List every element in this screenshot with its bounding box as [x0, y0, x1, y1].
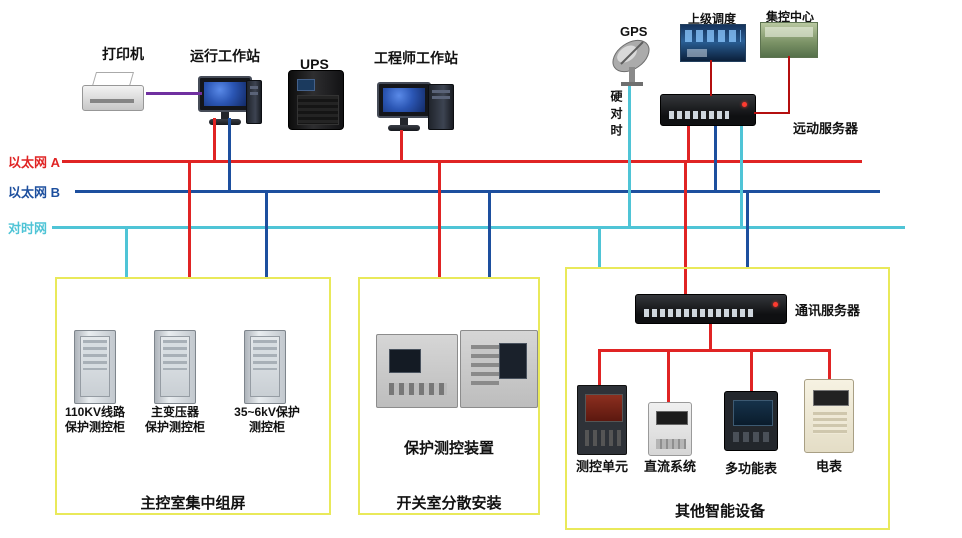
gps-dish-icon — [612, 39, 650, 86]
link-operator-ws-eth-b — [228, 118, 231, 193]
monitor-screen — [204, 82, 246, 106]
link-gps-time-net — [628, 86, 631, 229]
control-center-photo — [760, 22, 818, 58]
energy-meter-icon — [804, 379, 854, 453]
printer-icon — [82, 70, 144, 114]
cabinet-110kv-icon — [74, 330, 116, 404]
measure-control-unit-label: 测控单元 — [575, 459, 628, 474]
printer-body — [82, 85, 144, 111]
middle-group-title: 开关室分散安装 — [396, 495, 502, 512]
dc-system-label: 直流系统 — [643, 459, 696, 474]
comm-server-ports — [644, 309, 754, 317]
link-rtu-server-time-net — [740, 126, 743, 229]
cabinet-label-line: 保护测控柜 — [144, 420, 205, 434]
comm-server-icon — [635, 294, 787, 324]
cabinet-slots — [163, 340, 187, 370]
drop-right-group-eth-b — [746, 193, 749, 268]
cabinet-transformer-label: 主变压器 保护测控柜 — [129, 405, 221, 435]
drop-right-group-eth-a — [684, 163, 687, 294]
tree-drop-mcu — [598, 349, 601, 385]
other-smart-devices-group-box — [565, 267, 890, 530]
ethernet-b-bus-line — [75, 190, 880, 193]
cabinet-label-line: 35~6kV保护 — [234, 405, 300, 419]
gps-label: GPS — [620, 24, 648, 39]
comm-server-led — [773, 302, 778, 307]
time-net-bus-line — [52, 226, 905, 229]
rtu-server-led — [742, 102, 747, 107]
ethernet-a-bus-line — [62, 160, 862, 163]
time-net-label: 对时网 — [8, 221, 48, 236]
printer-paper — [91, 72, 135, 86]
cabinet-label-line: 主变压器 — [150, 405, 199, 419]
monitor-neck — [221, 112, 229, 119]
cabinet-label-line: 保护测控柜 — [64, 420, 125, 434]
cabinet-transformer-icon — [154, 330, 196, 404]
rtu-server-ports — [669, 111, 729, 119]
monitor-neck — [400, 118, 408, 125]
link-engineer-ws-eth-a — [400, 130, 403, 163]
ethernet-a-label: 以太网 A — [8, 155, 61, 170]
monitor-screen — [383, 88, 425, 112]
rtu-server-icon — [660, 94, 756, 126]
control-center-label: 集控中心 — [766, 10, 815, 24]
link-dispatch-rtu-server — [710, 60, 712, 96]
drop-right-group-time-net — [598, 229, 601, 268]
dc-system-icon — [648, 402, 692, 456]
protection-device-icon — [460, 330, 538, 408]
drop-middle-group-eth-b — [488, 193, 491, 278]
ups-icon — [288, 70, 344, 130]
tree-comm-server-down — [709, 324, 712, 351]
measure-control-unit-icon — [577, 385, 627, 455]
engineer-workstation-label: 工程师工作站 — [374, 50, 458, 66]
drop-left-group-eth-a — [188, 163, 191, 278]
protection-device-icon — [376, 334, 458, 408]
cabinet-110kv-label: 110KV线路 保护测控柜 — [49, 405, 141, 435]
tree-horizontal — [598, 349, 831, 352]
comm-server-label: 通讯服务器 — [795, 303, 861, 318]
energy-meter-label: 电表 — [815, 459, 842, 474]
tree-drop-dc-system — [667, 349, 670, 402]
drop-left-group-time-net — [125, 229, 128, 278]
link-printer-to-operator-ws — [146, 92, 202, 95]
operator-workstation-label: 运行工作站 — [190, 48, 260, 64]
left-group-title: 主控室集中组屏 — [140, 495, 246, 512]
dispatch-photo — [680, 24, 746, 62]
right-group-title: 其他智能设备 — [674, 503, 765, 520]
drop-left-group-eth-b — [265, 193, 268, 278]
cabinet-label-line: 110KV线路 — [64, 405, 126, 419]
link-control-center-down — [788, 56, 790, 114]
hard-time-sync-label: 硬对时 — [609, 90, 623, 141]
cabinet-slots — [253, 340, 277, 370]
link-control-center-rtu-server — [754, 112, 790, 114]
ethernet-b-label: 以太网 B — [8, 185, 61, 200]
drop-middle-group-eth-a — [438, 163, 441, 278]
monitor-base — [209, 119, 241, 125]
monitor-base — [388, 125, 420, 131]
multifunction-meter-icon — [724, 391, 778, 451]
link-rtu-server-eth-b — [714, 126, 717, 193]
main-control-room-group-box — [55, 277, 331, 515]
printer-label: 打印机 — [102, 46, 144, 62]
link-rtu-server-eth-a — [687, 126, 690, 163]
operator-pc-tower-icon — [246, 80, 262, 124]
dispatch-label: 上级调度 — [688, 12, 737, 26]
tree-drop-energy-meter — [828, 349, 831, 379]
engineer-workstation-icon — [376, 82, 434, 132]
cabinet-35-6kv-label: 35~6kV保护 测控柜 — [221, 405, 313, 435]
printer-slot — [90, 99, 134, 103]
multifunction-meter-label: 多功能表 — [724, 461, 777, 476]
cabinet-label-line: 测控柜 — [248, 420, 285, 434]
switch-room-group-box — [358, 277, 540, 515]
cabinet-35-6kv-icon — [244, 330, 286, 404]
link-operator-ws-eth-a — [213, 118, 216, 163]
cabinet-slots — [83, 340, 107, 370]
rtu-server-label: 远动服务器 — [793, 121, 859, 136]
ups-label: UPS — [300, 56, 329, 72]
tree-drop-multifunction-meter — [750, 349, 753, 391]
engineer-pc-tower-icon — [428, 84, 454, 130]
protection-device-label: 保护测控装置 — [403, 440, 494, 457]
